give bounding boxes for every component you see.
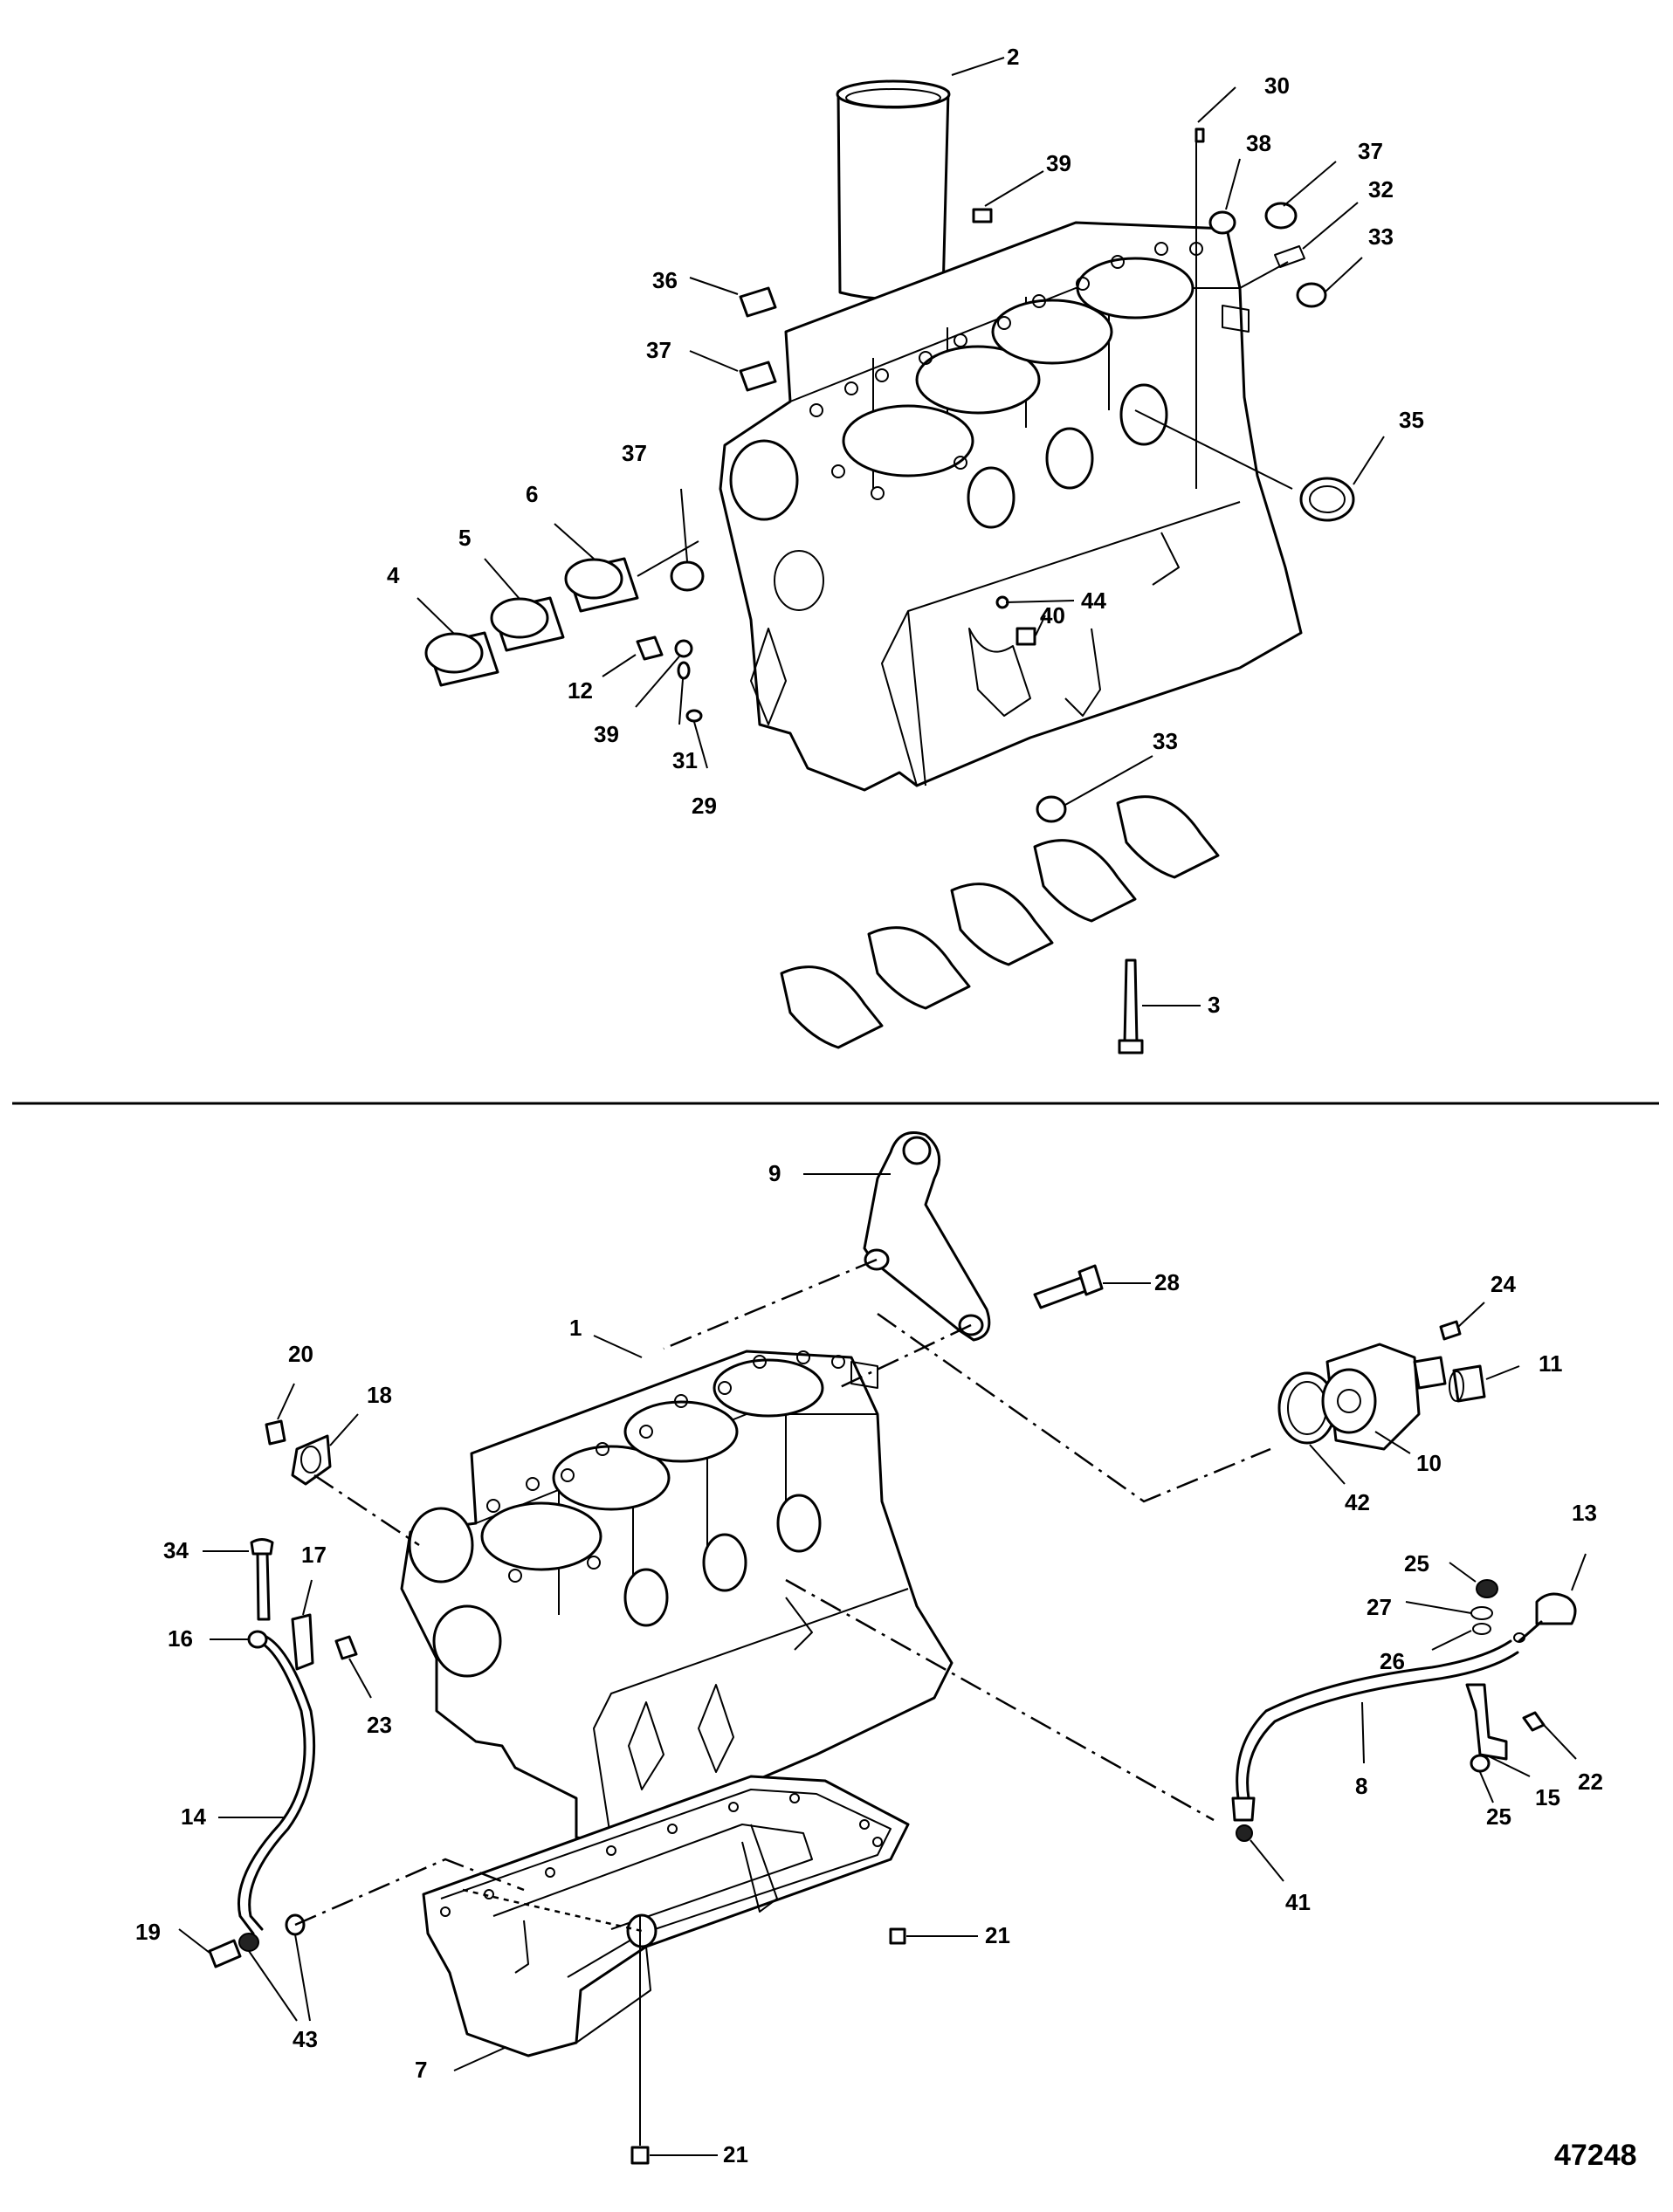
callout-label: 2 bbox=[1007, 44, 1019, 70]
callout-label: 1 bbox=[569, 1315, 582, 1341]
callout-label: 18 bbox=[367, 1382, 392, 1408]
callout-label: 27 bbox=[1367, 1594, 1392, 1620]
dipstick-tube-right bbox=[1231, 1579, 1577, 1842]
lower-assembly: 9 28 1 24 11 20 18 42 10 13 34 17 25 bbox=[135, 1131, 1603, 2167]
plugs-and-seals bbox=[636, 127, 1355, 1054]
callout-label: 14 bbox=[181, 1803, 206, 1830]
callout-label: 17 bbox=[301, 1542, 327, 1568]
callout-label: 42 bbox=[1345, 1489, 1370, 1515]
cover-plate bbox=[265, 1419, 332, 1486]
callout-label: 24 bbox=[1491, 1271, 1516, 1297]
callout-label: 21 bbox=[985, 1922, 1010, 1948]
callout-label: 29 bbox=[692, 793, 717, 819]
callout-label: 3 bbox=[1208, 992, 1220, 1018]
callout-label: 39 bbox=[1046, 150, 1071, 176]
callout-label: 33 bbox=[1153, 728, 1178, 754]
callout-label: 16 bbox=[168, 1625, 193, 1652]
callout-label: 25 bbox=[1404, 1550, 1429, 1577]
lifting-bracket bbox=[863, 1131, 991, 1342]
callout-label: 12 bbox=[568, 677, 593, 704]
upper-callouts: 2 30 39 38 37 32 33 36 37 35 37 6 5 bbox=[387, 44, 1424, 1018]
callout-label: 31 bbox=[672, 747, 698, 773]
callout-label: 38 bbox=[1246, 130, 1271, 156]
callout-label: 26 bbox=[1380, 1648, 1405, 1674]
callout-label: 8 bbox=[1355, 1773, 1367, 1799]
callout-label: 37 bbox=[646, 337, 671, 363]
callout-label: 10 bbox=[1416, 1450, 1442, 1476]
callout-label: 11 bbox=[1539, 1350, 1563, 1377]
callout-label: 32 bbox=[1368, 176, 1394, 203]
callout-label: 44 bbox=[1081, 587, 1106, 614]
upper-assembly: 2 30 39 38 37 32 33 36 37 35 37 6 5 bbox=[387, 44, 1424, 1054]
callout-label: 40 bbox=[1040, 602, 1065, 629]
bracket-bolt bbox=[1033, 1264, 1104, 1309]
callout-label: 4 bbox=[387, 562, 400, 588]
lower-callouts: 9 28 1 24 11 20 18 42 10 13 34 17 25 bbox=[135, 1160, 1603, 2167]
callout-label: 20 bbox=[288, 1341, 313, 1367]
callout-label: 28 bbox=[1154, 1269, 1180, 1295]
callout-label: 5 bbox=[458, 525, 471, 551]
camshaft-bushings bbox=[424, 540, 699, 687]
callout-label: 39 bbox=[594, 721, 619, 747]
engine-block-lower bbox=[400, 1350, 954, 1844]
figure-number: 47248 bbox=[1554, 2139, 1637, 2172]
callout-label: 30 bbox=[1264, 72, 1290, 99]
callout-label: 22 bbox=[1578, 1769, 1603, 1795]
oil-drain-hose-left bbox=[208, 1538, 358, 1968]
callout-label: 13 bbox=[1572, 1500, 1597, 1526]
oil-filter-adapter bbox=[1277, 1320, 1486, 1451]
callout-label: 41 bbox=[1285, 1889, 1311, 1915]
main-bearing-caps bbox=[780, 795, 1220, 1049]
engine-block-upper bbox=[719, 221, 1303, 792]
assembly-center-lines bbox=[294, 1258, 1271, 1933]
callout-label: 37 bbox=[1358, 138, 1383, 164]
callout-label: 21 bbox=[723, 2141, 748, 2167]
callout-label: 43 bbox=[293, 2026, 318, 2052]
callout-label: 15 bbox=[1535, 1784, 1560, 1810]
callout-label: 34 bbox=[163, 1537, 189, 1563]
callout-label: 23 bbox=[367, 1712, 392, 1738]
callout-label: 33 bbox=[1368, 223, 1394, 250]
callout-label: 36 bbox=[652, 267, 678, 293]
oil-pan bbox=[422, 1775, 910, 2165]
callout-label: 6 bbox=[526, 481, 538, 507]
callout-label: 9 bbox=[768, 1160, 781, 1186]
callout-label: 19 bbox=[135, 1919, 161, 1945]
callout-label: 25 bbox=[1486, 1803, 1511, 1830]
callout-label: 35 bbox=[1399, 407, 1424, 433]
callout-label: 37 bbox=[622, 440, 647, 466]
callout-label: 7 bbox=[415, 2057, 427, 2083]
